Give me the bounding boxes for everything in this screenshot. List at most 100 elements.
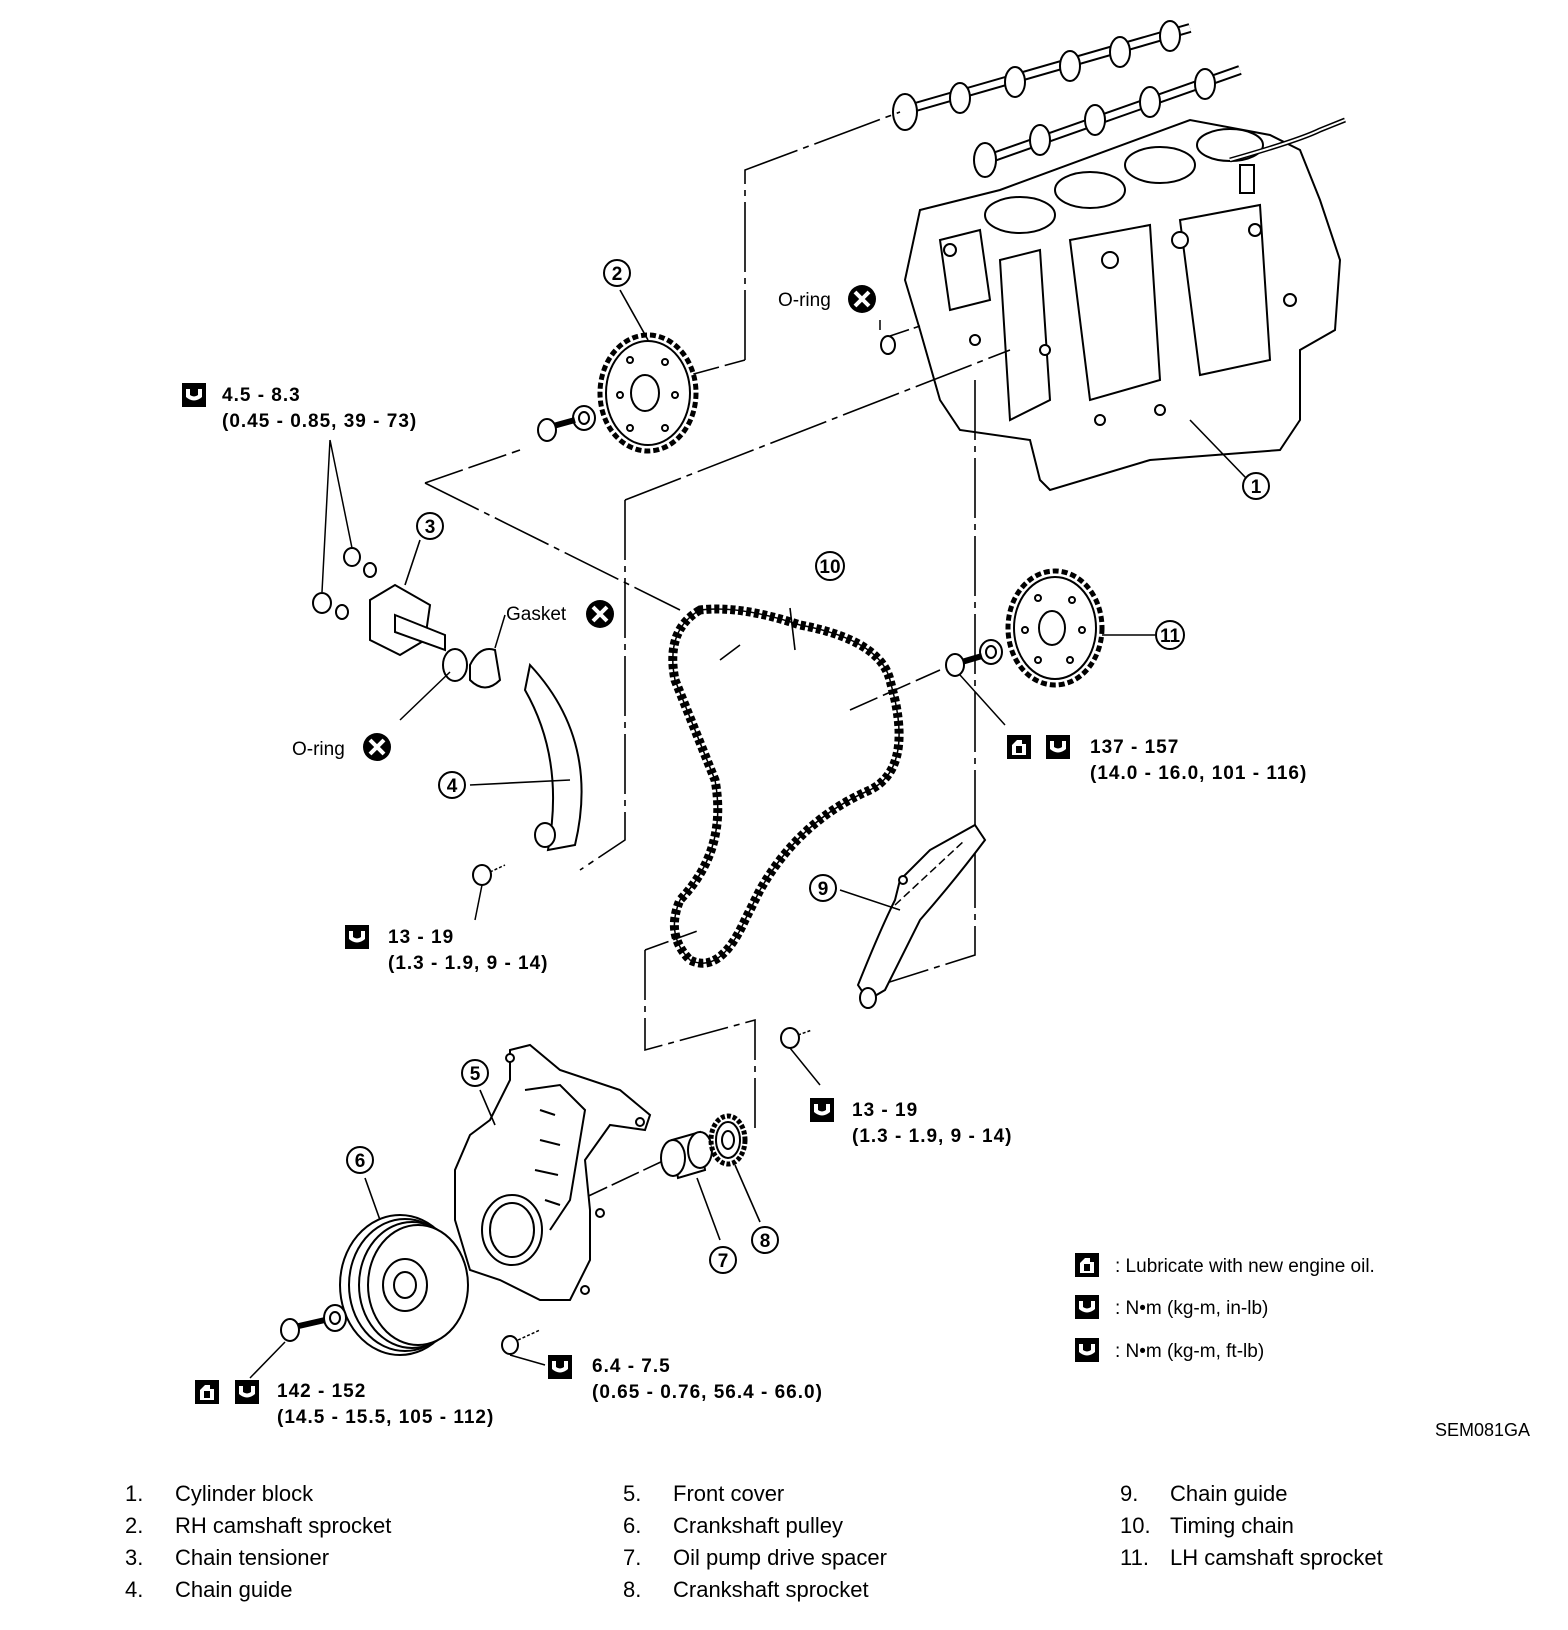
legend-nm-ftlb: : N•m (kg-m, ft-lb) xyxy=(1115,1341,1264,1362)
exploded-timing-diagram: 1 2 3 4 5 6 7 8 9 10 11 O-ring Ga xyxy=(182,20,1530,1440)
list-item: 1.Cylinder block xyxy=(125,1481,314,1506)
callout-3: 3 xyxy=(416,512,444,540)
torque-in-lb-icon xyxy=(1075,1295,1099,1319)
svg-text:2: 2 xyxy=(612,264,623,285)
torque-tensioner-sub: (0.45 - 0.85, 39 - 73) xyxy=(222,411,417,432)
torque-lh-sub: (14.0 - 16.0, 101 - 116) xyxy=(1090,763,1307,784)
legend-nm-inlb: : N•m (kg-m, in-lb) xyxy=(1115,1298,1268,1319)
leader-3 xyxy=(404,539,421,586)
torque-lh-main: 137 - 157 xyxy=(1090,737,1179,758)
torque-guide4-main: 13 - 19 xyxy=(388,927,454,948)
leader-4 xyxy=(469,779,571,786)
leader-7 xyxy=(696,1177,721,1241)
parts-column-1: 1.Cylinder block 2.RH camshaft sprocket … xyxy=(125,1478,391,1606)
torque-ft-lb-icon xyxy=(1075,1338,1099,1362)
chain-guide-4 xyxy=(472,662,583,886)
svg-text:8: 8 xyxy=(760,1231,771,1252)
replace-icon xyxy=(361,731,393,763)
lubricate-icon xyxy=(1075,1253,1099,1277)
leader-5 xyxy=(479,1089,496,1126)
leader-6 xyxy=(364,1177,381,1221)
callout-4: 4 xyxy=(438,771,466,799)
legend: : Lubricate with new engine oil. : N•m (… xyxy=(1075,1253,1375,1362)
torque-tensioner-main: 4.5 - 8.3 xyxy=(222,385,301,406)
svg-text:7: 7 xyxy=(718,1251,729,1272)
callout-5: 5 xyxy=(461,1059,489,1087)
replace-icon xyxy=(584,598,616,630)
leader-2 xyxy=(619,289,649,341)
torque-guide9-sub: (1.3 - 1.9, 9 - 14) xyxy=(852,1126,1013,1147)
torque-in-lb-icon xyxy=(182,383,206,407)
rh-camshaft-sprocket xyxy=(537,332,699,454)
callout-1: 1 xyxy=(1242,472,1270,500)
gasket-label: Gasket xyxy=(506,604,567,625)
list-item: 11.LH camshaft sprocket xyxy=(1120,1545,1383,1570)
timing-chain xyxy=(668,604,904,968)
list-item: 10.Timing chain xyxy=(1120,1513,1294,1538)
svg-text:11: 11 xyxy=(1160,626,1181,647)
callout-7: 7 xyxy=(709,1246,737,1274)
list-item: 8.Crankshaft sprocket xyxy=(623,1577,869,1602)
leader-guide9-bolt xyxy=(789,1047,821,1086)
crankshaft-pulley xyxy=(280,1214,469,1356)
svg-text:10: 10 xyxy=(819,557,840,578)
list-item: 5.Front cover xyxy=(623,1481,785,1506)
torque-cover-sub: (0.65 - 0.76, 56.4 - 66.0) xyxy=(592,1382,823,1403)
callout-6: 6 xyxy=(346,1146,374,1174)
torque-in-lb-icon xyxy=(548,1355,572,1379)
callout-2: 2 xyxy=(603,259,631,287)
svg-text:9: 9 xyxy=(818,879,829,900)
lubricate-icon xyxy=(1007,735,1031,759)
legend-lubricate: : Lubricate with new engine oil. xyxy=(1115,1256,1375,1277)
camshaft-upper xyxy=(892,20,1192,131)
torque-ft-lb-icon xyxy=(345,925,369,949)
leader-lh-bolt xyxy=(959,674,1006,726)
list-item: 9.Chain guide xyxy=(1120,1481,1288,1506)
callout-8: 8 xyxy=(751,1226,779,1254)
callout-10: 10 xyxy=(815,551,845,581)
torque-ft-lb-icon xyxy=(235,1380,259,1404)
cylinder-block xyxy=(903,117,1346,492)
parts-column-3: 9.Chain guide 10.Timing chain 11.LH cams… xyxy=(1120,1478,1383,1574)
leader-8 xyxy=(734,1164,761,1223)
torque-pulley-main: 142 - 152 xyxy=(277,1381,366,1402)
assembly-lines xyxy=(424,111,1011,1201)
parts-list: 1.Cylinder block 2.RH camshaft sprocket … xyxy=(0,1478,1568,1628)
leader-guide4-bolt xyxy=(474,884,483,921)
callout-9: 9 xyxy=(809,874,837,902)
lubricate-icon xyxy=(195,1380,219,1404)
parts-column-2: 5.Front cover 6.Crankshaft pulley 7.Oil … xyxy=(623,1478,887,1606)
list-item: 3.Chain tensioner xyxy=(125,1545,330,1570)
leader-1 xyxy=(1189,419,1247,479)
chain-guide-9 xyxy=(780,823,987,1049)
chain-tensioner xyxy=(312,547,502,689)
camshaft-lower xyxy=(973,65,1242,178)
leader-10 xyxy=(789,607,796,651)
torque-ft-lb-icon xyxy=(810,1098,834,1122)
figure-code: SEM081GA xyxy=(1435,1420,1530,1440)
leader-pulley-bolt xyxy=(249,1341,286,1379)
leader-9 xyxy=(839,889,901,911)
lh-camshaft-sprocket xyxy=(945,568,1105,688)
oring-top-label: O-ring xyxy=(778,290,831,311)
list-item: 6.Crankshaft pulley xyxy=(623,1513,843,1538)
svg-text:6: 6 xyxy=(355,1151,366,1172)
svg-text:5: 5 xyxy=(470,1064,481,1085)
torque-ft-lb-icon xyxy=(1046,735,1070,759)
crankshaft-sprocket xyxy=(708,1113,748,1167)
svg-text:3: 3 xyxy=(425,517,436,538)
oil-pump-drive-spacer xyxy=(660,1130,713,1180)
oring-left-label: O-ring xyxy=(292,739,345,760)
torque-pulley-sub: (14.5 - 15.5, 105 - 112) xyxy=(277,1407,494,1428)
leader-gasket xyxy=(494,614,506,649)
list-item: 7.Oil pump drive spacer xyxy=(623,1545,887,1570)
oring-top-part xyxy=(879,320,896,355)
list-item: 4.Chain guide xyxy=(125,1577,293,1602)
leader-oring-left xyxy=(399,671,451,721)
torque-guide4-sub: (1.3 - 1.9, 9 - 14) xyxy=(388,953,549,974)
svg-text:1: 1 xyxy=(1251,477,1262,498)
front-cover xyxy=(454,1043,652,1355)
leader-tensioner-torque xyxy=(321,439,353,593)
replace-icon xyxy=(846,283,878,315)
list-item: 2.RH camshaft sprocket xyxy=(125,1513,392,1538)
